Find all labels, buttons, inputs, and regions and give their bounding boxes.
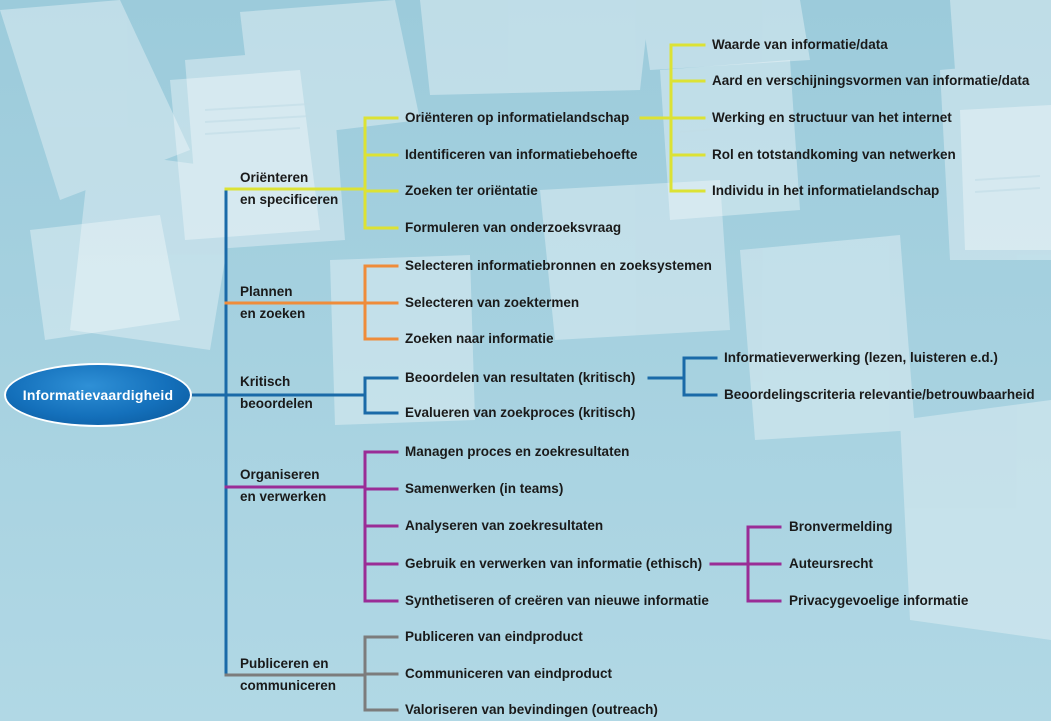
root-node: Informatievaardigheid <box>4 363 192 427</box>
item-kritisch-1: Beoordelen van resultaten (kritisch) <box>405 370 636 385</box>
category-orienteren: Oriënteren en specificeren <box>240 167 338 211</box>
category-label-line1: Publiceren en <box>240 656 329 671</box>
subitem-kritisch-1: Informatieverwerking (lezen, luisteren e… <box>724 350 998 365</box>
category-kritisch: Kritisch beoordelen <box>240 371 313 415</box>
category-label-line2: en zoeken <box>240 306 306 321</box>
item-organiseren-5: Synthetiseren of creëren van nieuwe info… <box>405 593 709 608</box>
category-label-line2: en verwerken <box>240 489 327 504</box>
category-label-line2: beoordelen <box>240 396 313 411</box>
subitem-orienteren-2: Aard en verschijningsvormen van informat… <box>712 73 1030 88</box>
item-orienteren-2: Identificeren van informatiebehoefte <box>405 147 638 162</box>
subitem-orienteren-3: Werking en structuur van het internet <box>712 110 952 125</box>
item-plannen-3: Zoeken naar informatie <box>405 331 554 346</box>
subitem-orienteren-1: Waarde van informatie/data <box>712 37 888 52</box>
category-plannen: Plannen en zoeken <box>240 281 305 325</box>
subitem-organiseren-1: Bronvermelding <box>789 519 893 534</box>
item-publiceren-3: Valoriseren van bevindingen (outreach) <box>405 702 658 717</box>
category-organiseren: Organiseren en verwerken <box>240 464 326 508</box>
category-label-line1: Organiseren <box>240 467 320 482</box>
item-orienteren-1: Oriënteren op informatielandschap <box>405 110 630 125</box>
subitem-organiseren-2: Auteursrecht <box>789 556 874 571</box>
item-publiceren-2: Communiceren van eindproduct <box>405 666 613 681</box>
category-label-line1: Plannen <box>240 284 293 299</box>
category-label-line2: en specificeren <box>240 192 339 207</box>
category-label-line2: communiceren <box>240 678 337 693</box>
category-label-line1: Oriënteren <box>240 170 309 185</box>
item-organiseren-1: Managen proces en zoekresultaten <box>405 444 630 459</box>
item-orienteren-4: Formuleren van onderzoeksvraag <box>405 220 622 235</box>
subitem-organiseren-3: Privacygevoelige informatie <box>789 593 969 608</box>
item-organiseren-3: Analyseren van zoekresultaten <box>405 518 604 533</box>
item-plannen-2: Selecteren van zoektermen <box>405 295 580 310</box>
subitem-kritisch-2: Beoordelingscriteria relevantie/betrouwb… <box>724 387 1035 402</box>
subitem-orienteren-4: Rol en totstandkoming van netwerken <box>712 147 956 162</box>
category-publiceren: Publiceren en communiceren <box>240 653 336 697</box>
category-label-line1: Kritisch <box>240 374 291 389</box>
item-publiceren-1: Publiceren van eindproduct <box>405 629 583 644</box>
subitem-orienteren-5: Individu in het informatielandschap <box>712 183 940 198</box>
item-kritisch-2: Evalueren van zoekproces (kritisch) <box>405 405 636 420</box>
item-plannen-1: Selecteren informatiebronnen en zoeksyst… <box>405 258 712 273</box>
item-organiseren-4: Gebruik en verwerken van informatie (eth… <box>405 556 703 571</box>
item-orienteren-3: Zoeken ter oriëntatie <box>405 183 538 198</box>
root-label: Informatievaardigheid <box>22 387 174 403</box>
item-organiseren-2: Samenwerken (in teams) <box>405 481 564 496</box>
